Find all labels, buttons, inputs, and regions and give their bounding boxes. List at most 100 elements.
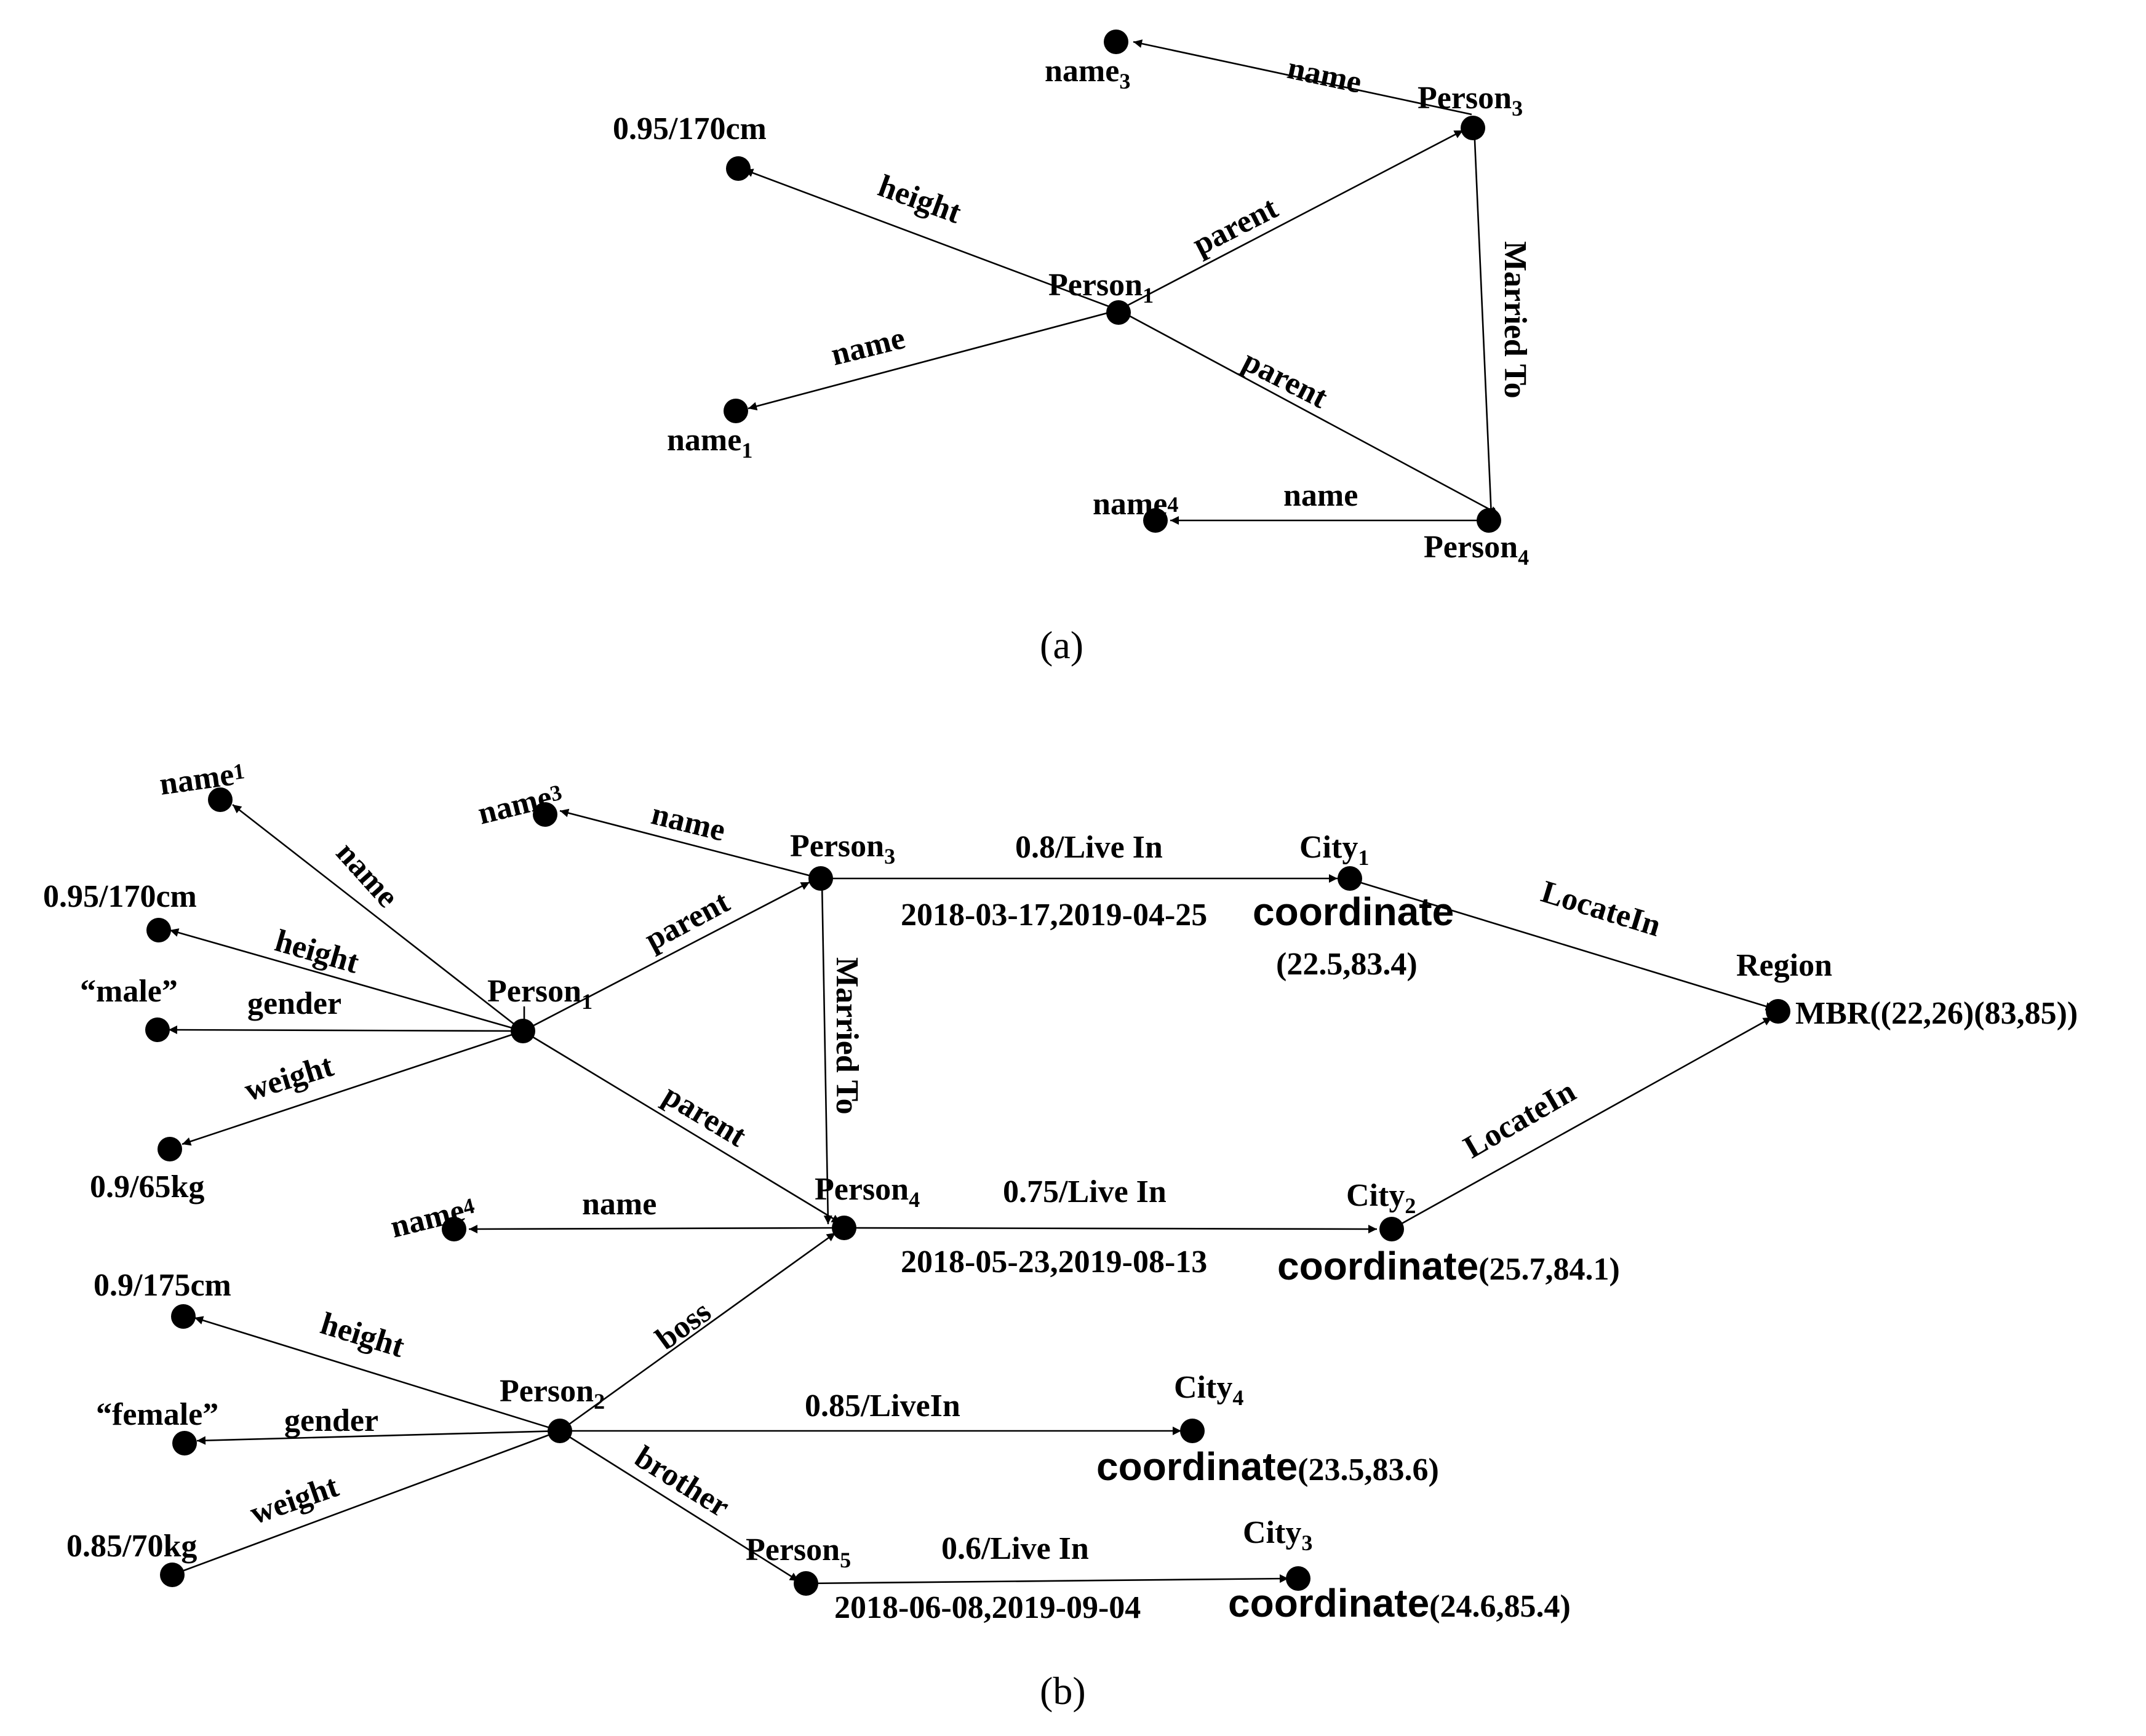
label-b-region: Region bbox=[1736, 948, 1832, 983]
node-b-person5 bbox=[794, 1571, 818, 1596]
node-a-person4 bbox=[1477, 508, 1501, 533]
label-a-height-value: 0.95/170cm bbox=[613, 111, 767, 146]
edge-b-person1-name1 bbox=[232, 803, 524, 1032]
label-b-name4: name4 bbox=[387, 1190, 479, 1245]
panel-a-caption: (a) bbox=[1040, 623, 1083, 667]
label-b-city4: City4 bbox=[1174, 1370, 1243, 1410]
panel-b-caption: (b) bbox=[1040, 1669, 1086, 1713]
label-a-person3: Person3 bbox=[1418, 81, 1523, 121]
edge-b-person1-weight bbox=[181, 1030, 524, 1146]
label-a-name4: name4 bbox=[1093, 487, 1178, 522]
edge-label-a-person1-name1: name bbox=[828, 321, 909, 373]
node-b-region bbox=[1766, 999, 1790, 1024]
edge-b-person1-gender bbox=[168, 1025, 524, 1035]
node-b-person3 bbox=[808, 866, 833, 891]
edge-label-b-person3-married-person4: Married To bbox=[829, 957, 864, 1115]
label-b-city3: City3 bbox=[1243, 1515, 1312, 1555]
edge-label-b-city2-region: LocateIn bbox=[1458, 1073, 1582, 1165]
node-a-name3 bbox=[1104, 30, 1128, 54]
edge-label-b-person3-city1: 0.8/Live In bbox=[1015, 830, 1163, 865]
edge-label-b-person2-brother-person5: brother bbox=[629, 1439, 736, 1524]
label-b-gender2: “female” bbox=[96, 1397, 218, 1432]
node-b-city3 bbox=[1286, 1566, 1310, 1591]
edge-a-person3-married-person4 bbox=[1473, 126, 1496, 517]
edge-label-b-person2-city4: 0.85/LiveIn bbox=[805, 1388, 960, 1423]
panel-a: name3 Person3 0.95/170cm Person1 name1 n… bbox=[613, 30, 1533, 667]
label-b-gender1: “male” bbox=[80, 974, 178, 1009]
label-b-city2: City2 bbox=[1346, 1178, 1416, 1218]
edge-label-b-person2-weight: weight bbox=[245, 1468, 343, 1531]
label-b-weight2: 0.85/70kg bbox=[66, 1529, 197, 1564]
label-b-person1: Person1 bbox=[487, 974, 592, 1014]
label-b-weight1: 0.9/65kg bbox=[90, 1169, 204, 1204]
edge-label-b-person3-name3: name bbox=[648, 796, 729, 848]
label-b-region-mbr: MBR((22,26)(83,85)) bbox=[1795, 996, 2078, 1031]
label-a-name1: name1 bbox=[667, 423, 752, 463]
edge-b-person3-name3 bbox=[559, 808, 821, 880]
edge-date-b-person5-city3: 2018-06-08,2019-09-04 bbox=[834, 1590, 1141, 1625]
edge-label-b-person1-parent-person4: parent bbox=[657, 1077, 752, 1154]
node-b-person2 bbox=[548, 1419, 572, 1443]
edge-label-b-person1-name1: name bbox=[329, 835, 405, 914]
edge-date-b-person4-city2: 2018-05-23,2019-08-13 bbox=[901, 1244, 1207, 1280]
edge-b-person2-gender bbox=[196, 1430, 560, 1445]
edge-b-person1-parent-person3 bbox=[522, 881, 810, 1032]
coordinate-word-city1: coordinate bbox=[1253, 890, 1454, 934]
edge-label-b-person2-boss-person4: boss bbox=[650, 1294, 718, 1357]
node-a-name4 bbox=[1143, 508, 1168, 533]
edge-b-person1-height bbox=[169, 928, 524, 1032]
label-a-person4: Person4 bbox=[1424, 530, 1529, 570]
node-a-person1 bbox=[1106, 300, 1131, 325]
label-a-name3: name3 bbox=[1045, 54, 1130, 94]
node-b-weight2 bbox=[160, 1563, 185, 1587]
edge-label-b-person5-city3: 0.6/Live In bbox=[941, 1531, 1089, 1566]
edge-b-person3-married-person4 bbox=[821, 882, 832, 1225]
coordinate-city4: coordinate(23.5,83.6) bbox=[1096, 1444, 1439, 1489]
label-b-person4: Person4 bbox=[815, 1172, 920, 1212]
edge-a-person1-name1 bbox=[748, 309, 1119, 411]
label-a-person1: Person1 bbox=[1048, 268, 1154, 308]
label-b-height2: 0.9/175cm bbox=[94, 1268, 231, 1303]
edge-label-a-person3-married-person4: Married To bbox=[1498, 241, 1533, 399]
node-b-person4 bbox=[832, 1216, 856, 1240]
edge-b-person2-brother-person5 bbox=[559, 1430, 799, 1582]
node-b-height1 bbox=[146, 918, 171, 942]
edge-a-person1-height bbox=[744, 169, 1119, 311]
label-b-person3: Person3 bbox=[790, 829, 895, 869]
node-a-name1 bbox=[724, 399, 748, 423]
edge-a-person3-name3 bbox=[1133, 39, 1472, 116]
node-b-person1 bbox=[511, 1019, 535, 1043]
edge-b-person4-city2 bbox=[855, 1224, 1378, 1233]
edge-label-a-person4-name4: name bbox=[1283, 478, 1358, 513]
edge-label-b-person1-weight: weight bbox=[241, 1048, 338, 1109]
label-b-city1: City1 bbox=[1299, 830, 1369, 870]
edge-a-person1-parent-person4 bbox=[1118, 309, 1499, 516]
coordinate-city2: coordinate(25.7,84.1) bbox=[1277, 1244, 1620, 1288]
edge-label-b-person4-name4: name bbox=[582, 1187, 656, 1222]
node-b-gender1 bbox=[145, 1017, 170, 1042]
edge-label-b-person2-gender: gender bbox=[284, 1403, 378, 1438]
edge-label-b-person2-height: height bbox=[316, 1306, 409, 1364]
edge-b-person2-boss-person4 bbox=[559, 1232, 836, 1432]
edge-label-b-person4-city2: 0.75/Live In bbox=[1003, 1174, 1167, 1209]
edge-b-city2-region bbox=[1391, 1016, 1773, 1230]
edge-label-a-person1-parent-person4: parent bbox=[1237, 343, 1334, 416]
node-b-name3 bbox=[533, 802, 557, 827]
edge-label-a-person1-parent-person3: parent bbox=[1187, 190, 1284, 263]
node-b-gender2 bbox=[172, 1431, 197, 1455]
edge-b-person2-weight bbox=[181, 1430, 560, 1572]
node-b-height2 bbox=[171, 1304, 196, 1329]
node-b-name1 bbox=[208, 787, 233, 812]
edge-label-b-person1-gender: gender bbox=[247, 986, 341, 1021]
edge-label-a-person3-name3: name bbox=[1285, 50, 1365, 100]
label-b-height1: 0.95/170cm bbox=[43, 879, 197, 914]
edge-date-b-person3-city1: 2018-03-17,2019-04-25 bbox=[901, 898, 1207, 933]
coordinate-value-city1: (22.5,83.4) bbox=[1276, 947, 1418, 982]
edge-b-person4-name4 bbox=[468, 1224, 835, 1233]
edge-label-a-person1-height: height bbox=[874, 169, 966, 231]
edge-b-person2-height bbox=[194, 1316, 560, 1432]
node-b-city4 bbox=[1180, 1419, 1205, 1443]
edge-b-person1-parent-person4 bbox=[522, 1030, 841, 1224]
node-b-name4 bbox=[442, 1217, 466, 1241]
